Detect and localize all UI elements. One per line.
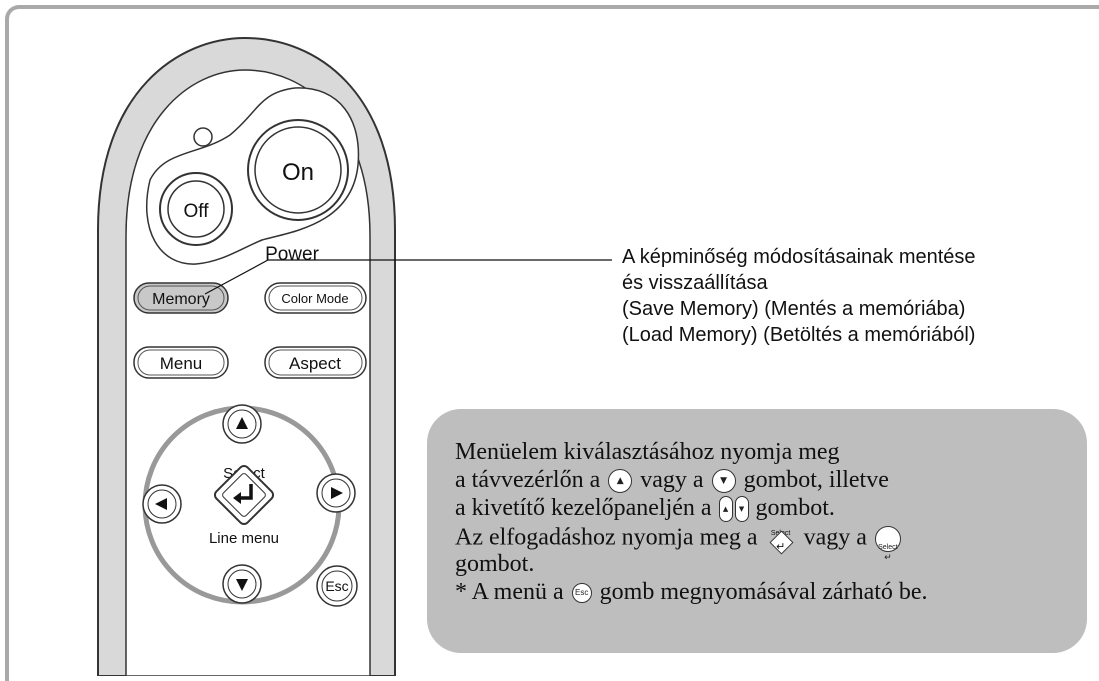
menu-button[interactable] [133, 346, 229, 379]
power-label: Power [265, 244, 320, 265]
down-button-icon: ▼ [711, 469, 736, 494]
esc-label: Esc [325, 578, 348, 594]
left-arrow-icon [155, 498, 167, 510]
right-arrow-icon [331, 487, 343, 499]
up-button-icon: ▲ [608, 469, 633, 494]
info-line: a távvezérlőn a ▲ vagy a ▼ gombot, illet… [455, 467, 889, 494]
menu-label: Menu [160, 354, 203, 373]
line-menu-label: Line menu [209, 530, 279, 547]
color-mode-button[interactable] [264, 282, 367, 314]
esc-button-icon: Esc [571, 583, 592, 604]
info-line: Az elfogadáshoz nyomja meg a Select ↵ va… [455, 522, 1085, 563]
callout-line: (Load Memory) (Betöltés a memóriából) [622, 324, 976, 346]
aspect-label: Aspect [289, 354, 341, 373]
on-button[interactable] [254, 126, 342, 214]
select-diamond-icon: Select ↵ [766, 522, 796, 556]
memory-label: Memory [152, 291, 210, 308]
color-mode-label: Color Mode [281, 291, 348, 306]
info-line: gombot. [455, 551, 535, 577]
panel-down-button-icon: ▼ [734, 496, 749, 523]
callout-line: A képminőség módosításainak mentése [622, 246, 976, 268]
off-button[interactable] [167, 180, 225, 238]
callout-line: és visszaállítása [622, 272, 768, 294]
up-arrow-icon [236, 417, 248, 429]
panel-select-button-icon: Select ↵ [874, 526, 901, 563]
info-box [427, 409, 1087, 653]
memory-callout: A képminőség módosításainak mentése és v… [622, 244, 1082, 348]
select-button[interactable] [213, 464, 275, 526]
info-line: a kivetítő kezelőpaneljén a ▲▼ gombot. [455, 495, 835, 523]
callout-line: (Save Memory) (Mentés a memóriába) [622, 298, 966, 320]
down-arrow-icon [236, 579, 248, 591]
enter-arrow-icon [238, 484, 253, 500]
info-line: Menüelem kiválasztásához nyomja meg [455, 439, 840, 465]
indicator-led [193, 127, 213, 147]
page-frame [5, 5, 1099, 681]
callout-leader-line [204, 259, 612, 295]
esc-button[interactable] [316, 565, 358, 607]
aspect-button[interactable] [264, 346, 367, 379]
info-line: * A menü a Esc gomb megnyomásával zárhat… [455, 579, 928, 605]
panel-up-button-icon: ▲ [718, 496, 733, 523]
memory-button[interactable] [133, 282, 229, 314]
on-label: On [282, 159, 314, 186]
info-text: Menüelem kiválasztásához nyomja meg a tá… [455, 438, 1085, 606]
off-label: Off [184, 201, 210, 222]
